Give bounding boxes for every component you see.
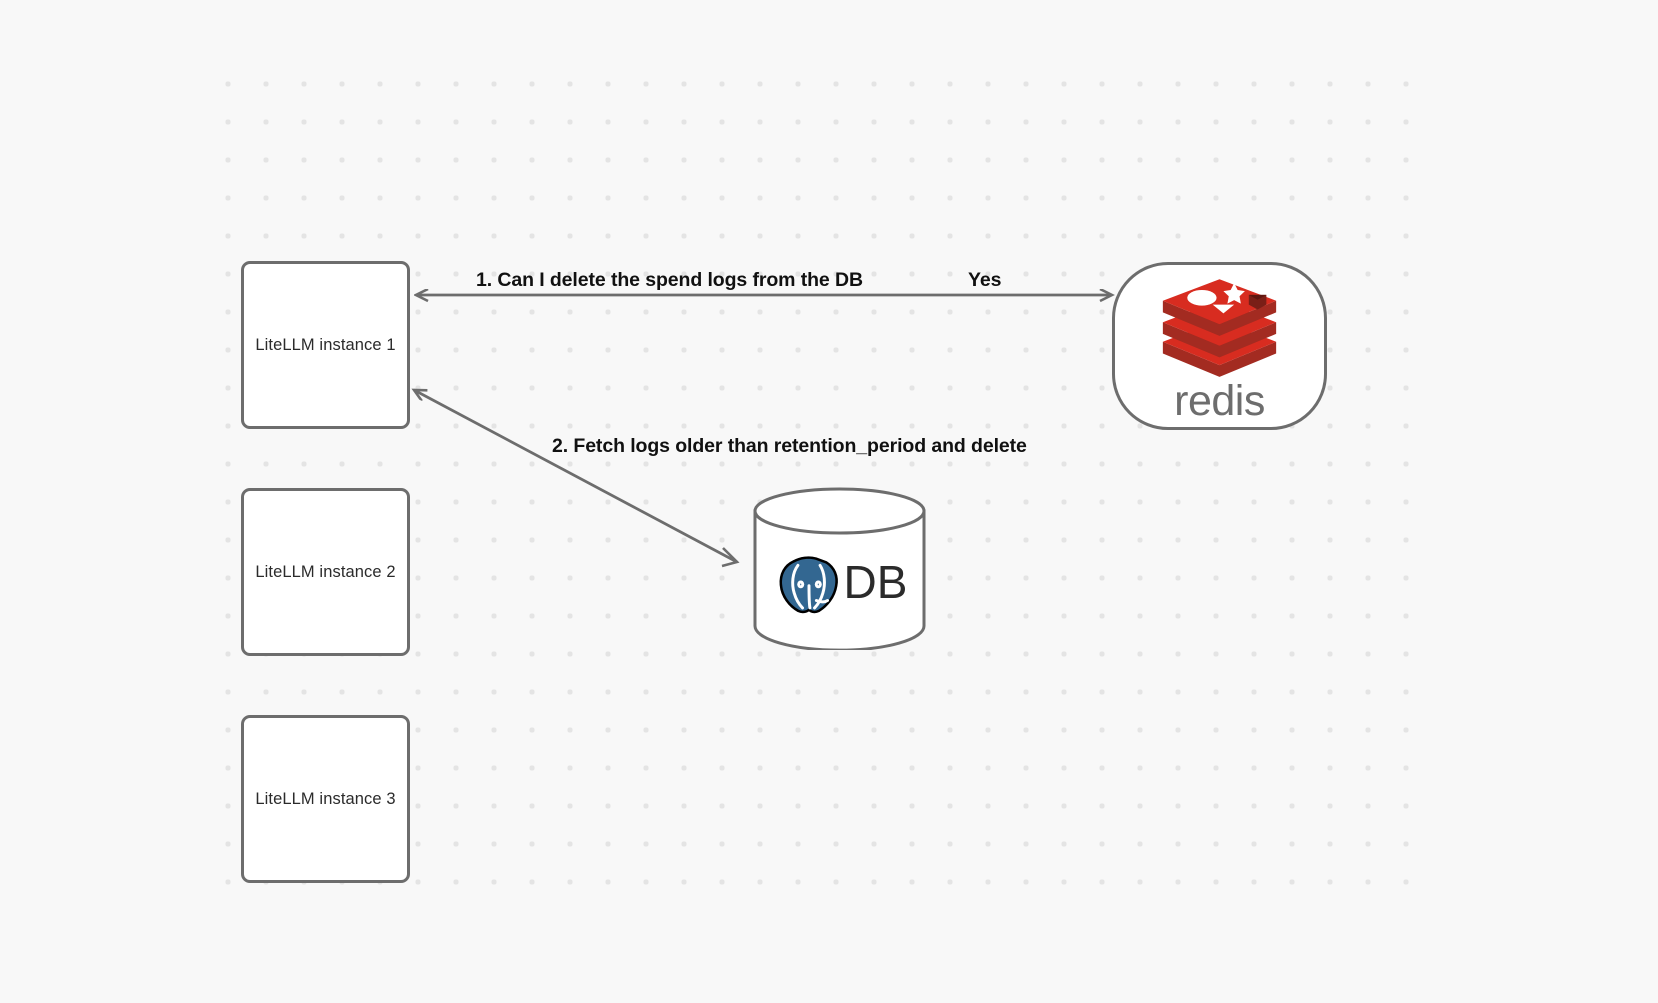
node-label: LiteLLM instance 1: [255, 335, 396, 354]
edge-label-2: 2. Fetch logs older than retention_perio…: [552, 435, 1027, 457]
node-litellm-instance-2[interactable]: LiteLLM instance 2: [241, 488, 410, 656]
node-label: LiteLLM instance 2: [255, 562, 396, 581]
node-litellm-instance-1[interactable]: LiteLLM instance 1: [241, 261, 410, 429]
node-database[interactable]: DB: [752, 487, 927, 650]
edge-label-yes: Yes: [968, 269, 1002, 291]
cylinder-shape-icon: [753, 487, 926, 650]
redis-logo-icon: [1157, 274, 1282, 386]
node-label: LiteLLM instance 3: [255, 789, 396, 808]
edge-label-1: 1. Can I delete the spend logs from the …: [476, 269, 863, 291]
database-label: DB: [843, 555, 908, 608]
postgresql-elephant-icon: [772, 545, 846, 619]
node-litellm-instance-3[interactable]: LiteLLM instance 3: [241, 715, 410, 883]
redis-wordmark: redis: [1174, 376, 1265, 425]
node-redis[interactable]: redis: [1112, 262, 1327, 430]
